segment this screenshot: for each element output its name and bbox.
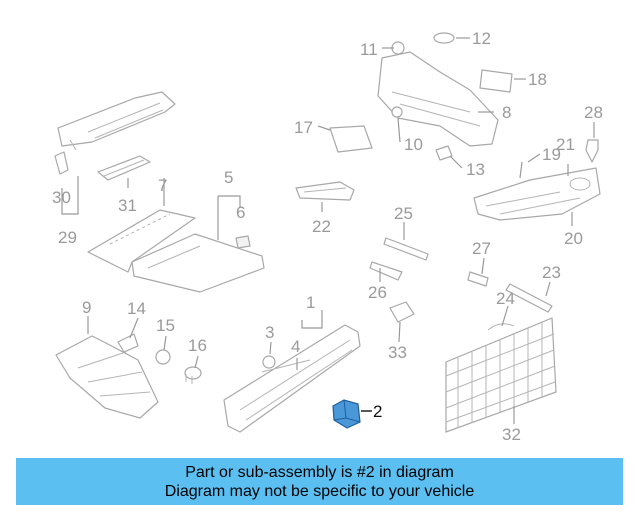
callout-3: 3: [265, 323, 274, 342]
callout-16: 16: [188, 336, 207, 355]
callout-24: 24: [496, 289, 515, 308]
left-quarter-trim: [55, 335, 159, 419]
callout-12: 12: [472, 29, 491, 48]
small-clip-14: [117, 333, 139, 353]
jack-handle-25: [383, 237, 429, 261]
hook-33: [389, 301, 415, 323]
callout-19: 19: [542, 145, 561, 164]
callout-5: 5: [224, 168, 233, 187]
callout-4: 4: [291, 337, 300, 356]
trunk-floor-mat: [87, 209, 196, 273]
cap-12: [433, 32, 455, 44]
clip-13: [435, 145, 453, 161]
cargo-net: [445, 317, 557, 433]
rear-trim-panel: [473, 167, 601, 221]
callout-labels: 30 29 31 7 5 6 9 14 15 16 3 4 1 2 11 12 …: [52, 29, 603, 444]
banner-line-disclaimer: Diagram may not be specific to your vehi…: [164, 482, 475, 500]
callout-31: 31: [118, 196, 137, 215]
callout-6: 6: [236, 203, 245, 222]
callout-17: 17: [294, 118, 313, 137]
grommet-15: [155, 349, 171, 365]
shelf-clip: [54, 151, 69, 175]
callout-14: 14: [127, 299, 146, 318]
callout-29: 29: [58, 228, 77, 247]
wrench-23: [505, 283, 553, 313]
callout-9: 9: [82, 298, 91, 317]
tool-26: [369, 261, 403, 281]
leader-lines: [61, 37, 595, 424]
callout-32: 32: [502, 425, 521, 444]
push-pin-16: [184, 366, 202, 384]
callout-23: 23: [542, 263, 561, 282]
callout-2: 2: [373, 402, 382, 421]
rear-parcel-shelf: [57, 91, 176, 151]
callout-8: 8: [502, 103, 511, 122]
bolt-28: [585, 139, 599, 163]
callout-33: 33: [388, 343, 407, 362]
pad-17: [329, 125, 373, 153]
info-banner: Part or sub-assembly is #2 in diagram Di…: [16, 458, 623, 505]
callout-21: 21: [556, 135, 575, 154]
cargo-hook: [235, 235, 251, 249]
trunk-floor-cover: [131, 233, 265, 293]
parts-diagram: 30 29 31 7 5 6 9 14 15 16 3 4 1 2 11 12 …: [52, 29, 603, 444]
part-2-bracket: [332, 399, 361, 429]
callout-7: 7: [158, 176, 167, 195]
callout-30: 30: [52, 188, 71, 207]
shelf-bracket: [97, 155, 151, 181]
callout-10: 10: [404, 135, 423, 154]
clip-10: [391, 106, 403, 118]
callout-1: 1: [306, 293, 315, 312]
callout-28: 28: [584, 103, 603, 122]
bracket-22: [295, 181, 355, 201]
callout-15: 15: [156, 316, 175, 335]
callout-20: 20: [564, 229, 583, 248]
clip-27: [467, 271, 489, 287]
callout-18: 18: [528, 70, 547, 89]
trunk-sill-plate: [223, 324, 361, 433]
callout-26: 26: [368, 283, 387, 302]
strap-24: [487, 323, 515, 331]
callout-13: 13: [466, 160, 485, 179]
banner-line-part: Part or sub-assembly is #2 in diagram: [185, 463, 454, 481]
label-18: [479, 69, 513, 93]
right-side-trim: [377, 51, 499, 147]
grommet-3: [262, 355, 276, 369]
callout-11: 11: [360, 40, 378, 59]
callout-22: 22: [312, 217, 331, 236]
callout-25: 25: [394, 204, 413, 223]
callout-27: 27: [472, 239, 491, 258]
